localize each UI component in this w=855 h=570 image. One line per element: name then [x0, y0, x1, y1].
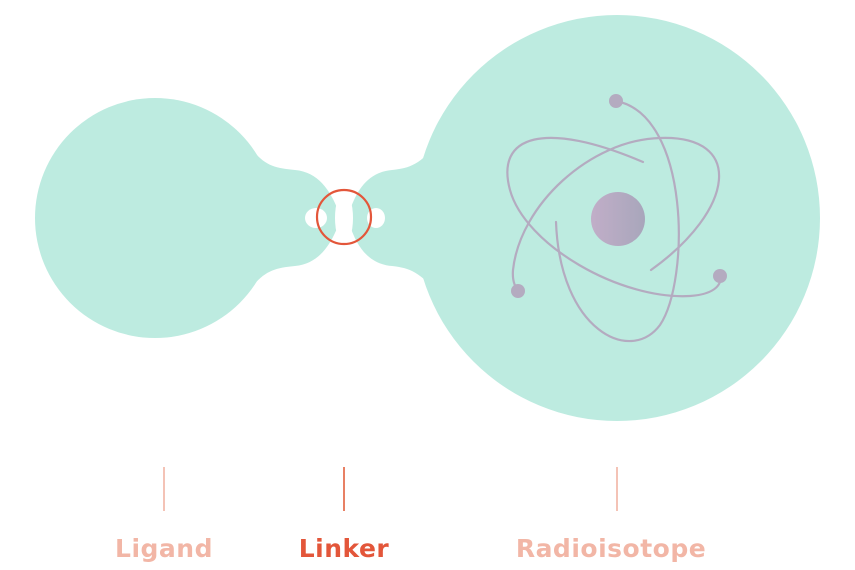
electron-orbit-vertical [554, 99, 680, 343]
radioisotope-tick [616, 467, 618, 511]
radioisotope-label: Radioisotope [515, 534, 707, 563]
ligand-sphere-icon [35, 98, 338, 338]
linker-tick [343, 467, 345, 511]
electron-orbit-horizontal [506, 136, 722, 298]
atom-icon [506, 94, 727, 343]
electron [713, 269, 727, 283]
electron [609, 94, 623, 108]
electron-orbit-diagonal [511, 136, 721, 293]
linker-label: Linker [298, 534, 390, 563]
linker-ring-icon [315, 188, 373, 246]
ligand-label: Ligand [115, 534, 213, 563]
radioisotope-sphere [350, 15, 820, 421]
nucleus [591, 192, 645, 246]
ligand-tick [163, 467, 165, 511]
electron [511, 284, 525, 298]
